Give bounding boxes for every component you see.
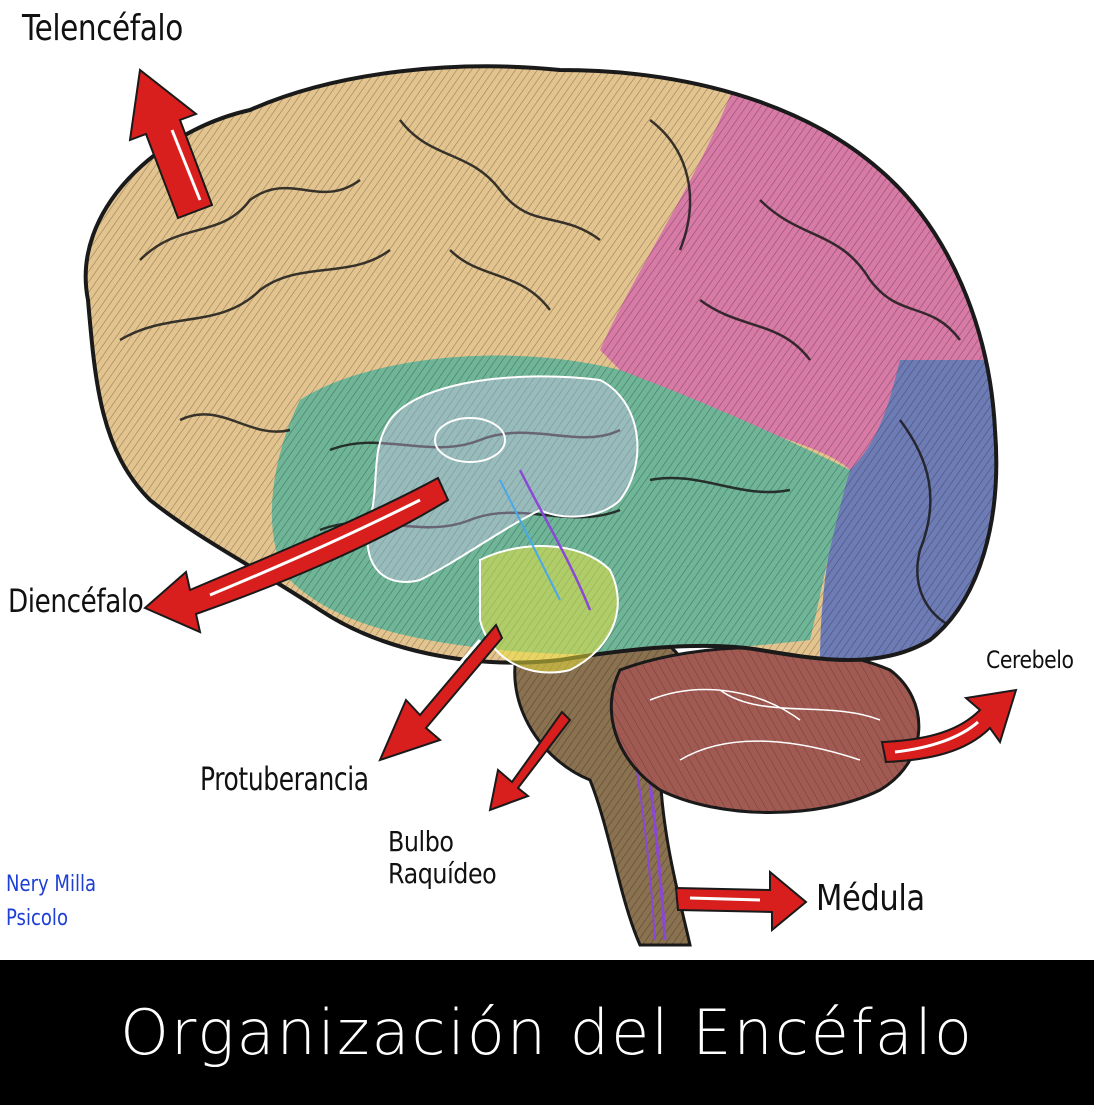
author-line1: Nery Milla [6, 868, 96, 902]
label-bulbo-raquideo: Bulbo Raquídeo [388, 826, 496, 890]
label-cerebelo: Cerebelo [986, 646, 1074, 674]
label-diencefalo: Diencéfalo [8, 582, 143, 620]
author-line2: Psicolo [6, 902, 96, 936]
label-bulbo-line2: Raquídeo [388, 858, 496, 890]
author-signature: Nery Milla Psicolo [6, 868, 96, 936]
diagram-title: Organización del Encéfalo [120, 996, 974, 1069]
label-bulbo-line1: Bulbo [388, 826, 496, 858]
brain-illustration [0, 0, 1094, 960]
label-protuberancia: Protuberancia [200, 760, 369, 798]
cerebelo-region [611, 648, 919, 813]
label-telencefalo: Telencéfalo [22, 8, 183, 49]
arrow-medula [676, 872, 806, 930]
title-bar: Organización del Encéfalo [0, 960, 1094, 1105]
label-medula: Médula [816, 878, 925, 919]
